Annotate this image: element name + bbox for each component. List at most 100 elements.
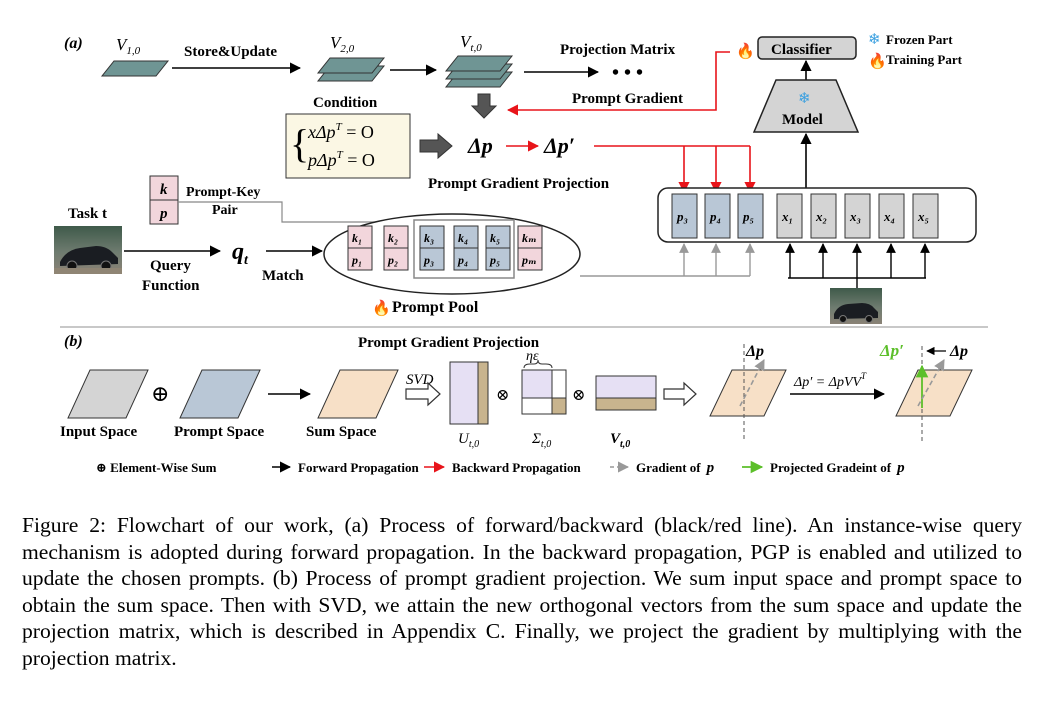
pool-prompt-cell [485, 247, 511, 271]
gradient-arrow-left [739, 359, 765, 407]
plus-symbol: ⊕ [151, 381, 169, 406]
input-space-label: Input Space [60, 424, 137, 440]
input-space-plane [67, 369, 149, 419]
gradient-plane-right [895, 369, 973, 417]
condition-box [285, 113, 411, 179]
pool-prompt-cell [347, 247, 373, 271]
model-label: Model [782, 112, 823, 128]
prompt-space-label: Prompt Space [174, 424, 264, 440]
prompt-gradient-label: Prompt Gradient [572, 91, 683, 107]
pgp-label: Prompt Gradient Projection [428, 176, 610, 192]
v-matrix-tan [595, 397, 657, 411]
delta-p-prime: Δp′ [543, 133, 575, 158]
selected-prompts-highlight [413, 219, 515, 279]
pool-prompt-cell [383, 247, 409, 271]
legend-prompt-symbol: p [158, 206, 168, 222]
pool-key-label: k₃ [424, 231, 434, 245]
sequence-token-label: p₅ [742, 209, 754, 224]
pool-prompt-cell [419, 247, 445, 271]
v10-label: V1,0 [116, 35, 141, 57]
sequence-token-label: p₄ [709, 209, 721, 224]
condition-block-arrow [419, 132, 453, 160]
prompt-token-3 [671, 193, 698, 239]
v-label: Vt,0 [610, 431, 630, 450]
sequence-token-label: p₃ [676, 209, 688, 224]
prompt-token-4 [704, 193, 731, 239]
pool-prompt-label: p₁ [351, 253, 362, 267]
gradient-plane-left [709, 369, 787, 417]
delta-p-left: Δp [745, 343, 764, 360]
projection-matrix-label: Projection Matrix [560, 42, 676, 58]
legend-backward: Backward Propagation [452, 460, 581, 475]
query-function-label: Query Function [142, 258, 200, 294]
u-label: Ut,0 [458, 431, 479, 450]
pool-key-label: k₁ [352, 231, 362, 245]
condition-brace: { [290, 121, 309, 166]
gradient-arrow-right [917, 359, 945, 407]
pool-prompt-label: p₃ [423, 253, 434, 267]
times-symbol-2: ⊗ [572, 387, 585, 404]
input-car-image [830, 288, 882, 324]
pool-prompt-label: p₄ [457, 253, 468, 267]
pool-prompt-cell [453, 247, 479, 271]
sigma-label: Σt,0 [531, 431, 551, 450]
classifier-label: Classifier [771, 42, 832, 58]
pool-key-label: kₘ [522, 231, 537, 245]
input-token-1 [776, 193, 803, 239]
training-part-label: Training Part [886, 52, 963, 67]
panel-a-label: (a) [64, 35, 83, 52]
svd-hollow-arrow [405, 381, 441, 407]
sum-space-plane [317, 369, 399, 419]
panel-b-label: (b) [64, 333, 83, 350]
sigma-tan-block [551, 397, 567, 415]
qt-symbol: qt [232, 239, 249, 268]
delta-p-right: Δp [949, 343, 968, 360]
condition-title: Condition [313, 95, 378, 111]
sequence-token-label: x₃ [849, 209, 861, 224]
pool-prompt-label: p₂ [387, 253, 398, 267]
frozen-snowflake-icon: ❄ [868, 32, 881, 48]
vt0-label: Vt,0 [460, 32, 482, 54]
model-snowflake-icon: ❄ [798, 91, 811, 107]
u-matrix-tan [477, 361, 489, 425]
model-trapezoid [752, 79, 860, 133]
prompt-key-pair-label: Prompt-Key Pair [186, 185, 264, 218]
input-token-4 [878, 193, 905, 239]
prompt-key-pointer-line [178, 201, 376, 223]
v10-plane [100, 60, 170, 77]
prompt-space-plane [179, 369, 261, 419]
delta-p: Δp [467, 133, 493, 158]
prompt-pool-label: Prompt Pool [392, 299, 479, 316]
legend-forward: Forward Propagation [298, 460, 419, 475]
sequence-token-label: x₅ [917, 209, 929, 224]
pool-key-label: k₂ [388, 231, 398, 245]
v20-plane-stack [316, 57, 386, 82]
delta-p-prime-right: Δp′ [879, 341, 904, 360]
input-token-3 [844, 193, 871, 239]
frozen-part-label: Frozen Part [886, 32, 953, 47]
projection-equation: Δp′ = ΔpVVT [793, 371, 867, 390]
u-matrix-purple [449, 361, 479, 425]
figure-caption: Figure 2: Flowchart of our work, (a) Pro… [22, 513, 1022, 670]
prompt-pool-flame-icon: 🔥 [372, 299, 391, 317]
condition-eq2: pΔpT = O [306, 149, 375, 170]
input-token-5 [912, 193, 939, 239]
vt0-down-block-arrow [470, 93, 498, 119]
ellipsis: • • • [612, 62, 643, 84]
task-label: Task t [68, 206, 107, 222]
store-update-label: Store&Update [184, 44, 277, 60]
classifier-flame-icon: 🔥 [736, 42, 755, 60]
pool-prompt-label: p₅ [489, 253, 500, 267]
sequence-token-label: x₄ [883, 209, 895, 224]
vt0-plane-stack [444, 55, 514, 88]
panel-b-title: Prompt Gradient Projection [358, 335, 540, 351]
pool-key-label: k₄ [458, 231, 468, 245]
task-car-image [54, 226, 122, 274]
svd-label: SVD [406, 372, 434, 388]
legend-key-symbol: k [160, 182, 168, 198]
times-symbol-1: ⊗ [496, 387, 509, 404]
